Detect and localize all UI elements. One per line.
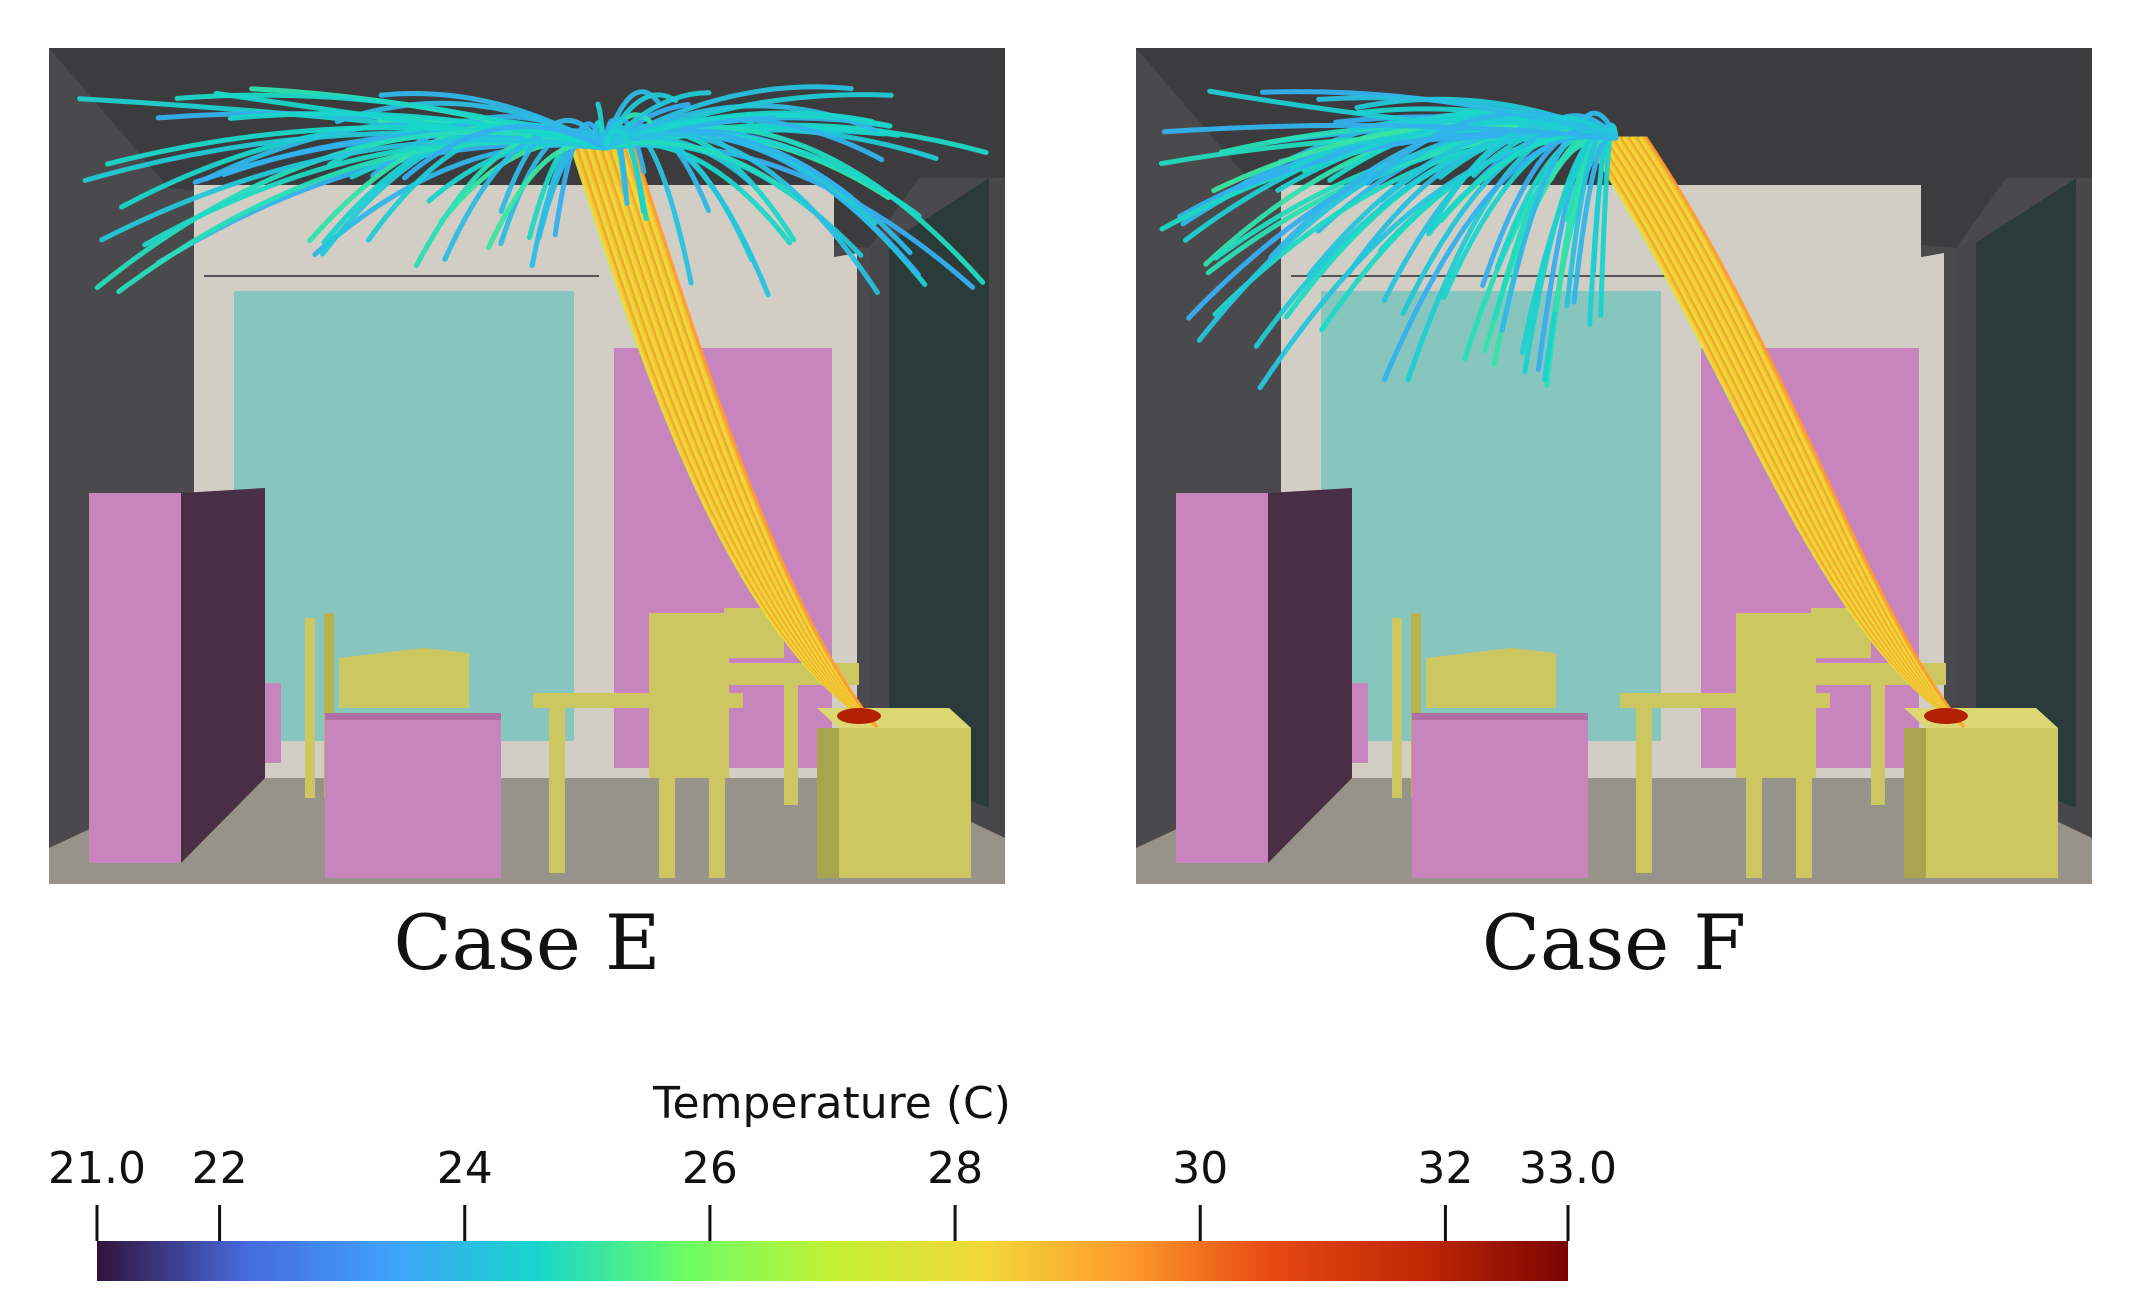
left-chair-post <box>1411 613 1421 798</box>
ceiling-streamline <box>174 92 607 151</box>
left-chair-post <box>324 613 334 798</box>
pink-box-top <box>1412 713 1588 720</box>
front-cabinet <box>1904 708 2058 878</box>
front-cabinet-side <box>1904 728 1926 878</box>
ceiling-streamline <box>601 127 649 222</box>
right-chair-leg-1 <box>1746 778 1762 878</box>
ceiling-streamline <box>1598 123 1619 318</box>
ceiling-streamline <box>498 118 607 215</box>
plume-streamline <box>1644 136 1965 728</box>
plume-streamline <box>632 146 878 728</box>
colorbar-tick-label: 33.0 <box>1519 1143 1617 1194</box>
colorbar-title: Temperature (C) <box>652 1080 1011 1129</box>
rear-desk-leg <box>784 685 798 805</box>
ceiling-streamline <box>601 131 755 262</box>
right-chair-leg-1 <box>659 778 675 878</box>
colorbar-gradient <box>97 1241 1568 1281</box>
front-cabinet-side <box>817 728 839 878</box>
colorbar-tick-label: 21.0 <box>48 1143 146 1194</box>
right-door <box>889 178 989 808</box>
ceiling-streamline <box>1564 125 1619 309</box>
right-chair-back <box>649 613 729 778</box>
floor <box>49 778 1005 884</box>
case-f-label: Case F <box>1481 898 1747 987</box>
ceiling-streamline <box>1161 122 1619 141</box>
middle-desk-top <box>339 648 469 708</box>
ceiling-streamline <box>601 131 880 295</box>
plume-source <box>837 708 881 724</box>
colorbar-tick-label: 32 <box>1417 1143 1473 1194</box>
case-f-room-render <box>1136 48 2092 884</box>
ceiling-streamline <box>99 137 607 243</box>
ceiling-streamline <box>552 121 607 238</box>
right-desk-leg <box>549 708 565 873</box>
colorbar-graphic: Temperature (C) 21.0 22 24 26 28 30 32 33.0 <box>48 1080 1617 1281</box>
streamlines <box>1158 88 1968 728</box>
plume-source <box>1924 708 1968 724</box>
ceiling-streamline <box>601 90 712 151</box>
left-cabinet-side <box>1268 488 1352 863</box>
right-desk-leg <box>1636 708 1652 873</box>
ceiling-streamline <box>94 129 607 291</box>
colorbar-tick-label: 28 <box>927 1143 983 1194</box>
case-e-room-render <box>49 48 1005 884</box>
left-small-box <box>1352 683 1368 763</box>
temperature-colorbar: Temperature (C) 21.0 22 24 26 28 30 32 33.0 <box>0 1080 2153 1313</box>
left-chair-back <box>1392 618 1402 798</box>
left-cabinet-side <box>181 488 265 863</box>
floor <box>1136 778 2092 884</box>
ceiling-streamline <box>1426 115 1619 234</box>
left-chair-back <box>305 618 315 798</box>
rear-desk-leg <box>1871 685 1885 805</box>
right-door <box>1976 178 2076 808</box>
pink-box-top <box>325 713 501 720</box>
ceiling-streamline <box>227 111 607 151</box>
case-e-panel <box>49 48 1005 884</box>
ceiling-streamline <box>1316 95 1619 141</box>
case-f-panel <box>1136 48 2092 884</box>
left-cabinet-front <box>89 493 181 863</box>
colorbar-tick-label: 26 <box>682 1143 738 1194</box>
colorbar-tick-label: 30 <box>1172 1143 1228 1194</box>
streamlines <box>77 84 989 728</box>
colorbar-tick-label: 22 <box>192 1143 248 1194</box>
colorbar-tick-label: 24 <box>437 1143 493 1194</box>
right-chair-leg-2 <box>709 778 725 878</box>
pink-box-front <box>325 713 501 878</box>
front-cabinet <box>817 708 971 878</box>
case-e-label: Case E <box>393 898 661 987</box>
ceiling-streamline <box>402 123 607 181</box>
left-cabinet-front <box>1176 493 1268 863</box>
right-chair-leg-2 <box>1796 778 1812 878</box>
middle-desk-top <box>1426 648 1556 708</box>
right-chair-back <box>1736 613 1816 778</box>
pink-box-front <box>1412 713 1588 878</box>
left-small-box <box>265 683 281 763</box>
